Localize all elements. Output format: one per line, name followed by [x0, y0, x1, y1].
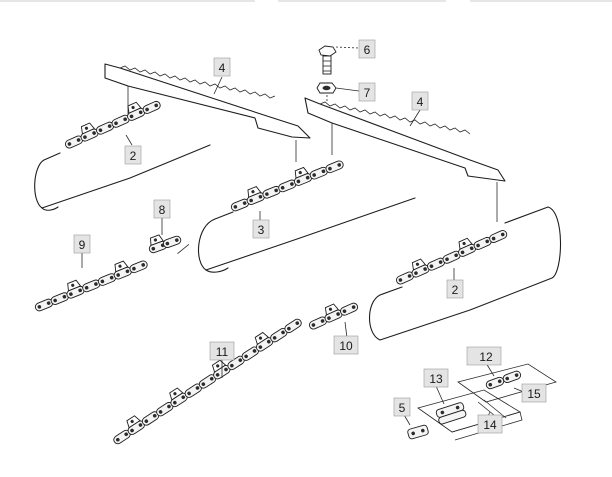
svg-text:3: 3 — [258, 223, 265, 237]
svg-text:7: 7 — [364, 86, 371, 100]
label-15: 15 — [521, 383, 547, 403]
label-7: 7 — [358, 82, 376, 102]
label-4-left: 4 — [213, 57, 231, 77]
svg-text:14: 14 — [483, 418, 497, 432]
label-3: 3 — [252, 219, 270, 239]
svg-text:2: 2 — [452, 283, 459, 297]
chain-9 — [33, 259, 149, 313]
bolt — [318, 45, 337, 75]
label-11: 11 — [209, 341, 235, 361]
label-9: 9 — [73, 234, 91, 254]
svg-text:9: 9 — [79, 238, 86, 252]
link-part-13 — [435, 402, 467, 425]
chain-11 — [111, 317, 304, 446]
top-strip-right — [470, 0, 612, 2]
svg-text:13: 13 — [429, 372, 443, 386]
label-5: 5 — [393, 397, 411, 417]
label-2-right: 2 — [446, 279, 464, 299]
chain-10 — [307, 301, 360, 331]
scraper-bar-right — [304, 97, 506, 222]
svg-text:6: 6 — [364, 43, 371, 57]
label-14: 14 — [477, 414, 503, 434]
svg-text:5: 5 — [399, 401, 406, 415]
link-part-5 — [407, 424, 429, 440]
svg-text:4: 4 — [219, 61, 226, 75]
label-4-right: 4 — [411, 91, 429, 111]
kit-panel-13 — [417, 389, 523, 441]
nut — [316, 82, 337, 94]
chain-2-right — [394, 228, 509, 286]
chain-3-middle — [229, 159, 345, 213]
link-part-15 — [484, 369, 523, 391]
belt-right — [368, 206, 562, 341]
svg-text:2: 2 — [130, 149, 137, 163]
label-8: 8 — [153, 199, 171, 219]
belt-left — [34, 144, 211, 211]
scraper-bar-left — [104, 63, 311, 162]
kit-panel-12 — [457, 363, 557, 403]
top-strip-left — [0, 0, 255, 2]
svg-text:10: 10 — [339, 339, 353, 353]
label-13: 13 — [423, 368, 449, 388]
label-2-left: 2 — [124, 145, 142, 165]
link-part-8 — [145, 233, 190, 255]
chain-2-left — [63, 99, 163, 150]
svg-text:15: 15 — [527, 387, 541, 401]
svg-text:4: 4 — [417, 95, 424, 109]
label-12: 12 — [466, 346, 502, 366]
svg-text:11: 11 — [216, 345, 229, 359]
svg-text:8: 8 — [159, 203, 166, 217]
top-strip-middle — [278, 0, 446, 2]
svg-text:12: 12 — [479, 350, 493, 364]
label-6: 6 — [358, 39, 376, 59]
belt-middle — [198, 197, 416, 273]
leader-lines — [81, 46, 527, 426]
label-10: 10 — [333, 335, 359, 355]
